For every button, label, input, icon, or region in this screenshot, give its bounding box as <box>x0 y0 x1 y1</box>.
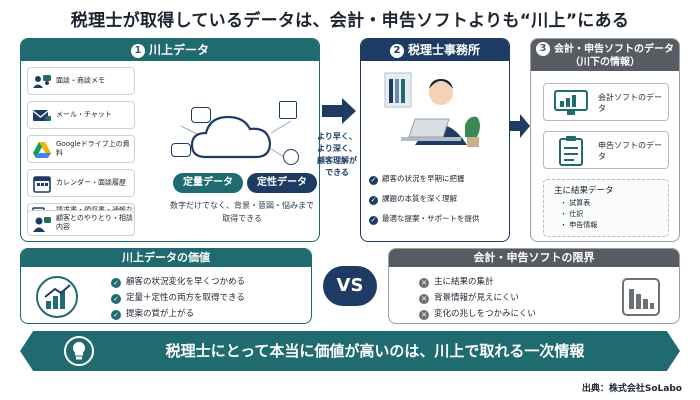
upstream-value-title: 川上データの価値 <box>21 249 311 267</box>
limit-text: 主に結果の集計 <box>434 277 494 287</box>
chat-bubble-icon <box>191 107 211 123</box>
page-title: 税理士が取得しているデータは、会計・申告ソフトよりも“川上”にある <box>70 11 630 31</box>
step-number-1: 1 <box>130 44 145 58</box>
upstream-data-note: 数字だけでなく、背景・意図・悩みまで取得できる <box>170 201 314 223</box>
value-text: 提案の質が上がる <box>126 309 195 319</box>
software-limit-item-2: ✕ 背景情報が見えにくい <box>419 291 519 304</box>
source-credit: 出典：株式会社SoLabo <box>581 384 682 394</box>
value-text: 顧客の状況変化を早くつかめる <box>126 277 246 287</box>
accounting-software-box: 会計ソフトのデータ <box>543 83 669 121</box>
tax-office-check-1: ✓ 顧客の状況を早期に把握 <box>369 173 465 185</box>
check-icon: ✓ <box>369 176 378 185</box>
software-limits-panel: 会計・申告ソフトの限界 ✕ 主に結果の集計 ✕ 背景情報が見えにくい ✕ 変化の兆しを… <box>388 248 680 324</box>
clipboard-icon <box>559 136 583 166</box>
result-data-box: 主に結果データ ・ 試算表 ・ 仕訳 ・ 申告情報 <box>543 179 669 237</box>
check-text: 課題の本質を深く理解 <box>382 194 457 203</box>
software-data-title: 会計・申告ソフトのデータ <box>554 44 674 55</box>
software-limit-item-3: ✕ 変化の兆しをつかみにくい <box>419 307 536 320</box>
upstream-value-item-3: ✓ 提案の質が上がる <box>111 307 194 320</box>
upstream-value-panel: 川上データの価値 ✓ 顧客の状況変化を早くつかめる ✓ 定量＋定性の両方を取得できる… <box>20 248 312 324</box>
arrow-right-icon <box>322 98 356 124</box>
check-icon: ✓ <box>111 278 121 288</box>
vs-badge: VS <box>323 266 377 306</box>
conclusion-banner: 税理士にとって本当に価値が高いのは、川上で取れる一次情報 <box>20 331 680 371</box>
check-text: 最適な提案・サポートを提供 <box>382 214 480 223</box>
growth-chart-icon <box>36 276 78 318</box>
arrow-caption: より早く、より深く、顧客理解ができる <box>317 132 357 177</box>
tax-office-check-2: ✓ 課題の本質を深く理解 <box>369 193 457 205</box>
source-meeting-notes: 面談・商談メモ <box>27 67 135 95</box>
source-calendar: カレンダー・面談履歴 <box>27 169 135 197</box>
lightbulb-icon <box>64 336 94 366</box>
google-drive-icon <box>33 142 51 158</box>
source-mail-chat: メール・チャット <box>27 101 135 129</box>
source-customer-consultation: 顧客とのやりとり・相談内容 <box>27 210 135 236</box>
meeting-icon <box>33 75 51 88</box>
check-icon: ✓ <box>369 216 378 225</box>
source-label: カレンダー・面談履歴 <box>56 178 126 187</box>
value-text: 定量＋定性の両方を取得できる <box>126 293 245 303</box>
result-item: ・ 試算表 <box>560 199 591 207</box>
declining-chart-icon <box>622 278 660 316</box>
monitor-chart-icon <box>554 90 588 115</box>
tax-office-check-3: ✓ 最適な提案・サポートを提供 <box>369 213 480 225</box>
source-label: 顧客とのやりとり・相談内容 <box>56 214 133 231</box>
check-icon: ✓ <box>111 294 121 304</box>
source-label: 面談・商談メモ <box>56 76 105 85</box>
upstream-value-item-1: ✓ 顧客の状況変化を早くつかめる <box>111 275 245 288</box>
accountant-illustration-icon <box>384 72 480 147</box>
cross-icon: ✕ <box>419 310 429 320</box>
result-item: ・ 仕訳 <box>560 210 584 218</box>
person-small-icon <box>283 149 299 165</box>
software-limits-title: 会計・申告ソフトの限界 <box>389 249 679 267</box>
accounting-software-label: 会計ソフトのデータ <box>598 93 662 113</box>
limit-text: 変化の兆しをつかみにくい <box>434 309 536 319</box>
result-data-title: 主に結果データ <box>554 186 614 196</box>
tax-filing-software-box: 申告ソフトのデータ <box>543 131 669 169</box>
source-label: メール・チャット <box>56 110 112 119</box>
calendar-icon <box>33 176 51 193</box>
source-google-drive: Googleドライブ上の資料 <box>27 135 135 163</box>
mail-small-icon <box>171 143 191 157</box>
upstream-data-title: 川上データ <box>148 43 209 57</box>
consult-icon <box>33 217 51 232</box>
check-icon: ✓ <box>369 196 378 205</box>
quantitative-data-pill: 定量データ <box>173 173 243 193</box>
tax-filing-software-label: 申告ソフトのデータ <box>598 141 662 161</box>
calendar-small-icon <box>279 101 297 119</box>
step-number-2: 2 <box>389 44 404 58</box>
tax-office-title: 税理士事務所 <box>407 43 480 57</box>
mail-icon <box>32 110 51 121</box>
cloud-icon <box>180 115 292 162</box>
check-icon: ✓ <box>111 310 121 320</box>
upstream-value-item-2: ✓ 定量＋定性の両方を取得できる <box>111 291 245 304</box>
result-item: ・ 申告情報 <box>560 221 598 229</box>
conclusion-text: 税理士にとって本当に価値が高いのは、川上で取れる一次情報 <box>165 342 585 360</box>
cross-icon: ✕ <box>419 294 429 304</box>
check-text: 顧客の状況を早期に把握 <box>382 174 465 183</box>
cross-icon: ✕ <box>419 278 429 288</box>
limit-text: 背景情報が見えにくい <box>434 293 519 303</box>
step-number-3: 3 <box>536 42 550 56</box>
source-label: Googleドライブ上の資料 <box>56 140 130 157</box>
software-data-subtitle: （川下の情報） <box>570 57 640 68</box>
software-data-header: 3 会計・申告ソフトのデータ （川下の情報） <box>531 39 679 71</box>
software-limit-item-1: ✕ 主に結果の集計 <box>419 275 494 288</box>
qualitative-data-pill: 定性データ <box>247 173 317 193</box>
software-data-panel: 3 会計・申告ソフトのデータ （川下の情報） 会計ソフトのデータ 申告ソフトのデー… <box>530 38 680 242</box>
arrow-right-icon-2 <box>510 114 530 138</box>
